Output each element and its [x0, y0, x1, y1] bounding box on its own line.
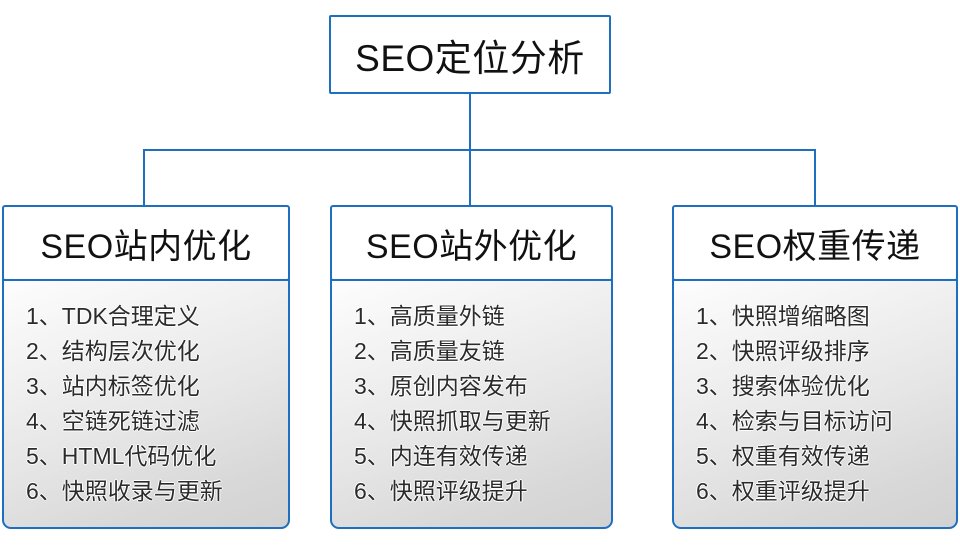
list-item-index: 1、 — [354, 303, 390, 329]
list-item-index: 4、 — [354, 408, 390, 434]
list-item: 5、权重有效传递 — [674, 439, 870, 474]
list-item-text: 站内标签优化 — [61, 373, 200, 399]
list-item: 2、快照评级排序 — [674, 334, 870, 369]
list-item: 4、快照抓取与更新 — [332, 404, 551, 439]
list-item-text: 结构层次优化 — [61, 338, 200, 364]
list-item-text: HTML代码优化 — [61, 443, 217, 469]
branch-1-header: SEO站内优化 — [2, 205, 290, 281]
list-item-text: 快照评级排序 — [731, 338, 870, 364]
branch-2-title: SEO站外优化 — [365, 227, 578, 266]
list-item: 5、HTML代码优化 — [4, 439, 216, 474]
list-item-text: 高质量友链 — [389, 338, 505, 364]
list-item-index: 5、 — [696, 443, 732, 469]
list-item-index: 5、 — [26, 443, 62, 469]
list-item-text: 检索与目标访问 — [731, 408, 893, 434]
branch-onsite-optimization: SEO站内优化 1、TDK合理定义 2、结构层次优化 3、站内标签优化 4、空链… — [2, 205, 290, 529]
list-item-index: 2、 — [696, 338, 732, 364]
list-item-index: 1、 — [696, 303, 732, 329]
branch-weight-transfer: SEO权重传递 1、快照增缩略图 2、快照评级排序 3、搜索体验优化 4、检索与… — [672, 205, 958, 529]
list-item-text: 权重评级提升 — [731, 478, 870, 504]
list-item-index: 4、 — [26, 408, 62, 434]
list-item-index: 4、 — [696, 408, 732, 434]
list-item-text: 搜索体验优化 — [731, 373, 870, 399]
list-item-index: 6、 — [696, 478, 732, 504]
list-item: 3、原创内容发布 — [332, 369, 528, 404]
branch-2-header: SEO站外优化 — [330, 205, 613, 281]
list-item: 6、快照评级提升 — [332, 474, 528, 509]
list-item-text: 权重有效传递 — [731, 443, 870, 469]
list-item-text: 内连有效传递 — [389, 443, 528, 469]
list-item: 1、快照增缩略图 — [674, 299, 870, 334]
list-item-index: 2、 — [26, 338, 62, 364]
list-item-text: 空链死链过滤 — [61, 408, 200, 434]
list-item-text: 原创内容发布 — [389, 373, 528, 399]
list-item-text: 快照收录与更新 — [61, 478, 223, 504]
list-item-index: 3、 — [26, 373, 62, 399]
list-item: 1、高质量外链 — [332, 299, 505, 334]
list-item-text: 快照增缩略图 — [731, 303, 870, 329]
list-item-text: 高质量外链 — [389, 303, 505, 329]
branch-3-body: 1、快照增缩略图 2、快照评级排序 3、搜索体验优化 4、检索与目标访问 5、权… — [672, 279, 958, 529]
root-node: SEO定位分析 — [329, 15, 611, 94]
branch-3-header: SEO权重传递 — [672, 205, 958, 281]
list-item-text: 快照抓取与更新 — [389, 408, 551, 434]
connector-root-vertical — [469, 94, 471, 150]
list-item: 4、空链死链过滤 — [4, 404, 200, 439]
list-item: 3、站内标签优化 — [4, 369, 200, 404]
branch-1-title: SEO站内优化 — [40, 227, 252, 266]
list-item: 1、TDK合理定义 — [4, 299, 200, 334]
list-item: 6、快照收录与更新 — [4, 474, 223, 509]
list-item: 2、结构层次优化 — [4, 334, 200, 369]
list-item-index: 1、 — [26, 303, 62, 329]
list-item-index: 6、 — [354, 478, 390, 504]
list-item: 2、高质量友链 — [332, 334, 505, 369]
connector-horizontal-bus — [143, 149, 816, 151]
connector-branch-3-vertical — [814, 149, 816, 206]
list-item-text: 快照评级提升 — [389, 478, 528, 504]
branch-2-body: 1、高质量外链 2、高质量友链 3、原创内容发布 4、快照抓取与更新 5、内连有… — [330, 279, 613, 529]
list-item-index: 3、 — [354, 373, 390, 399]
branch-offsite-optimization: SEO站外优化 1、高质量外链 2、高质量友链 3、原创内容发布 4、快照抓取与… — [330, 205, 613, 529]
connector-branch-1-vertical — [143, 149, 145, 206]
branch-1-body: 1、TDK合理定义 2、结构层次优化 3、站内标签优化 4、空链死链过滤 5、H… — [2, 279, 290, 529]
list-item-index: 5、 — [354, 443, 390, 469]
list-item-index: 2、 — [354, 338, 390, 364]
branch-3-title: SEO权重传递 — [709, 227, 921, 266]
list-item-index: 3、 — [696, 373, 732, 399]
root-node-label: SEO定位分析 — [355, 37, 585, 79]
list-item: 6、权重评级提升 — [674, 474, 870, 509]
list-item: 3、搜索体验优化 — [674, 369, 870, 404]
list-item-index: 6、 — [26, 478, 62, 504]
list-item: 5、内连有效传递 — [332, 439, 528, 474]
list-item-text: TDK合理定义 — [61, 303, 200, 329]
list-item: 4、检索与目标访问 — [674, 404, 893, 439]
connector-branch-2-vertical — [469, 149, 471, 206]
